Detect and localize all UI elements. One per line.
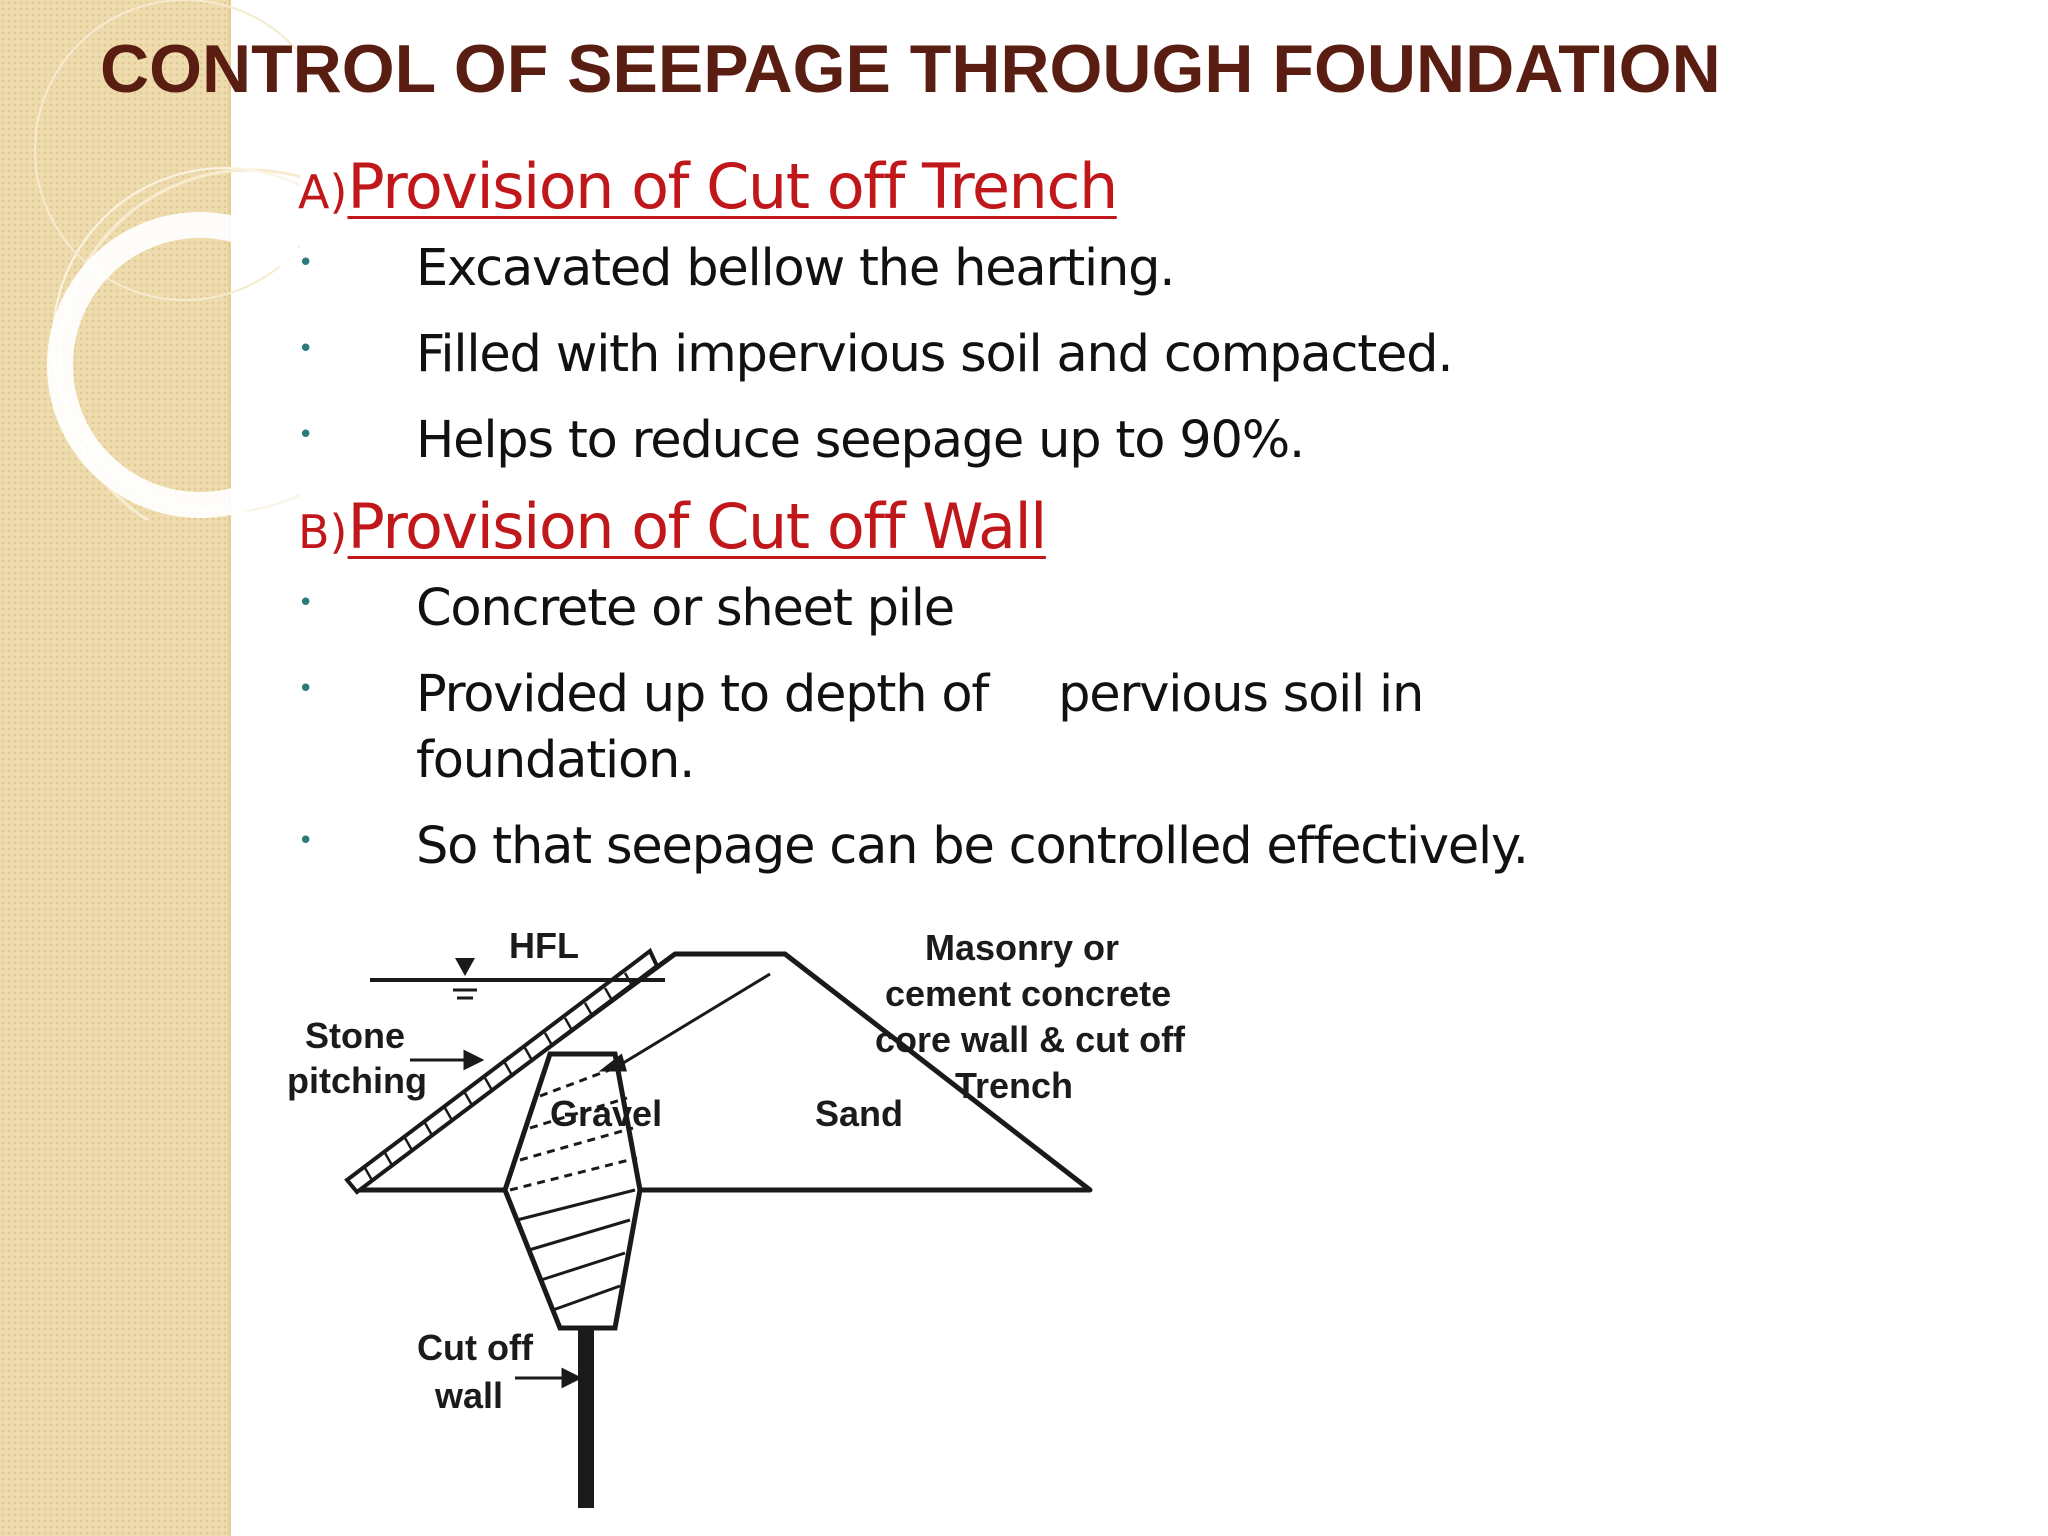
- bullet-dot-icon: •: [298, 674, 314, 704]
- label-cutoff-1: Cut off: [417, 1327, 534, 1368]
- bullet-text: Provided up to depth of: [416, 665, 989, 724]
- bullet-dot-icon: •: [298, 826, 314, 856]
- section-heading-a: A)Provision of Cut off Trench: [298, 150, 1698, 232]
- label-masonry-4: Trench: [955, 1065, 1073, 1106]
- stone-pitching-hatch: [363, 972, 635, 1183]
- bullet-text: Helps to reduce seepage up to 90%.: [416, 411, 1305, 470]
- label-cutoff-2: wall: [434, 1375, 503, 1416]
- bullet-item: • Filled with impervious soil and compact…: [298, 322, 1616, 388]
- bullet-item: • Excavated bellow the hearting.: [298, 236, 1616, 302]
- bullet-dot-icon: •: [298, 420, 314, 450]
- slide-title: CONTROL OF SEEPAGE THROUGH FOUNDATION: [100, 31, 1721, 107]
- label-pitching: pitching: [287, 1060, 427, 1101]
- bullet-item: • Concrete or sheet pile: [298, 576, 1616, 642]
- decorative-rings: [34, 0, 300, 520]
- bullet-item: • So that seepage can be controlled effec…: [298, 814, 1616, 880]
- stone-pitching-band: [344, 947, 660, 1195]
- cut-off-wall: [578, 1328, 594, 1508]
- bullet-text: Concrete or sheet pile: [416, 579, 955, 638]
- label-stone: Stone: [305, 1015, 405, 1056]
- label-gravel: Gravel: [550, 1093, 662, 1134]
- bullet-text: So that seepage can be controlled effect…: [416, 817, 1529, 876]
- section-letter-b: B): [298, 505, 348, 559]
- bullet-dot-icon: •: [298, 588, 314, 618]
- label-masonry-1: Masonry or: [925, 927, 1119, 968]
- bullet-list-b: • Concrete or sheet pile • Provided up to …: [298, 576, 1698, 880]
- bullet-text-continued: pervious soil in foundation.: [416, 665, 1424, 790]
- bullet-dot-icon: •: [298, 248, 314, 278]
- content-area: A)Provision of Cut off Trench • Excavated…: [298, 150, 1698, 900]
- section-letter-a: A): [298, 165, 348, 219]
- label-masonry-2: cement concrete: [885, 973, 1171, 1014]
- diagram-svg: HFL Stone pitching Gravel Sand Masonry o…: [287, 925, 1186, 1508]
- bullet-dot-icon: •: [298, 334, 314, 364]
- bullet-list-a: • Excavated bellow the hearting. • Filled …: [298, 236, 1698, 474]
- dam-cross-section-diagram: HFL Stone pitching Gravel Sand Masonry o…: [285, 918, 1245, 1518]
- section-heading-b: B)Provision of Cut off Wall: [298, 490, 1698, 572]
- bullet-item: • Helps to reduce seepage up to 90%.: [298, 408, 1616, 474]
- bullet-text: Filled with impervious soil and compacte…: [416, 325, 1454, 384]
- section-title-b: Provision of Cut off Wall: [347, 490, 1048, 563]
- label-masonry-3: core wall & cut off: [875, 1019, 1186, 1060]
- label-sand: Sand: [815, 1093, 903, 1134]
- label-arrows: [410, 972, 771, 1389]
- section-title-a: Provision of Cut off Trench: [347, 150, 1118, 223]
- hfl-marker-icon: [455, 958, 475, 976]
- label-hfl: HFL: [509, 925, 579, 966]
- bullet-text: Excavated bellow the hearting.: [416, 239, 1176, 298]
